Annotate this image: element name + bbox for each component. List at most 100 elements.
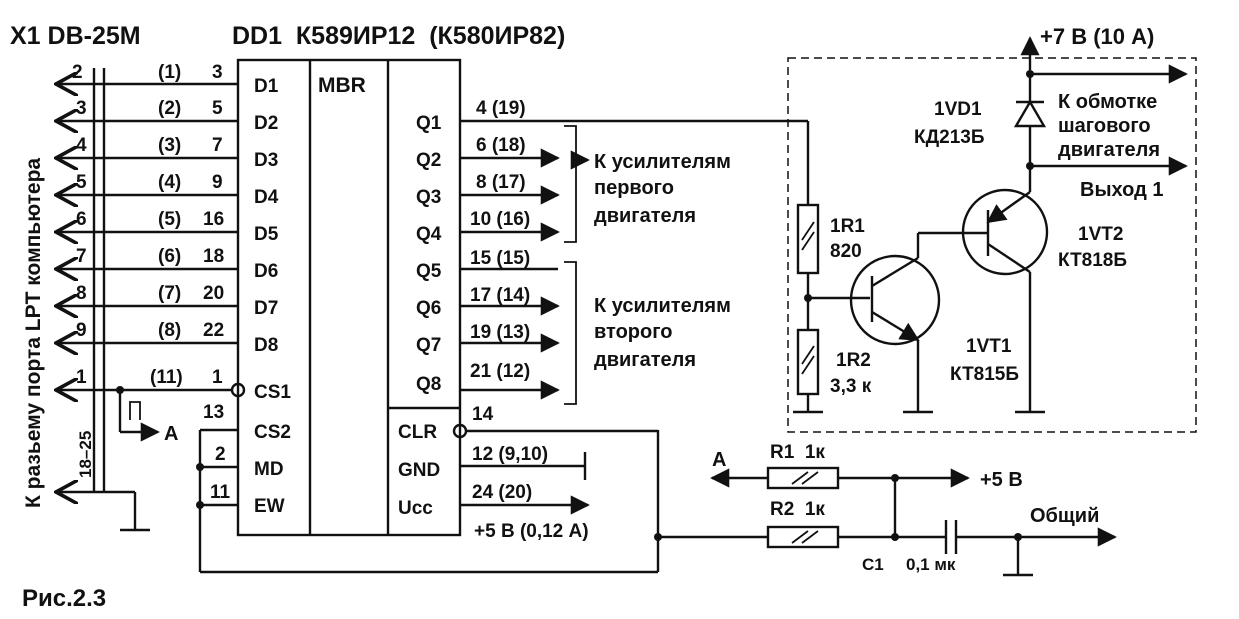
label-gnd: GND bbox=[398, 460, 440, 481]
lpt-pin-d3: 4 bbox=[76, 135, 87, 156]
num-d8: (8) bbox=[158, 320, 181, 341]
num-d1: (1) bbox=[158, 62, 181, 83]
label-d6: D6 bbox=[254, 261, 278, 282]
num-d2: (2) bbox=[158, 98, 181, 119]
pin-q2: 6 (18) bbox=[476, 135, 526, 156]
pin-q7: 19 (13) bbox=[470, 322, 530, 343]
pin-cs1: 1 bbox=[212, 367, 223, 388]
label-d4: D4 bbox=[254, 187, 279, 208]
pin-d6: 18 bbox=[203, 246, 224, 267]
input-d3: 4 (3) 7 D3 bbox=[56, 135, 278, 171]
input-d2: 3 (2) 5 D2 bbox=[56, 98, 278, 134]
group-second-line1: К усилителям bbox=[594, 295, 731, 317]
input-cs1: 1 (11) 1 CS1 bbox=[56, 367, 291, 403]
vd1-triangle bbox=[1013, 99, 1047, 128]
junction-cap bbox=[891, 533, 899, 541]
r1-bottom-hatch bbox=[791, 471, 819, 485]
vd1-name: 1VD1 bbox=[934, 99, 982, 120]
pin-d1: 3 bbox=[212, 62, 223, 83]
lpt-pin-d7: 8 bbox=[76, 283, 87, 304]
plus5-label: +5 В bbox=[980, 469, 1023, 491]
pin-d7: 20 bbox=[203, 283, 224, 304]
pin-d5: 16 bbox=[203, 209, 224, 230]
vt1-collector bbox=[871, 256, 919, 288]
pin-md: 2 bbox=[215, 444, 226, 465]
group-second-line3: двигателя bbox=[594, 349, 696, 371]
vt1-name: 1VT1 bbox=[966, 336, 1012, 357]
r2-hatch bbox=[801, 345, 815, 375]
label-d2: D2 bbox=[254, 113, 278, 134]
pin-q3: 8 (17) bbox=[476, 172, 526, 193]
label-ew: EW bbox=[254, 496, 285, 517]
num-d3: (3) bbox=[158, 135, 181, 156]
num-cs1: (11) bbox=[150, 367, 183, 388]
vt1-emitter bbox=[871, 310, 920, 342]
label-d5: D5 bbox=[254, 224, 279, 245]
bracket-second bbox=[564, 261, 577, 405]
label-d1: D1 bbox=[254, 76, 279, 97]
input-d6: 7 (6) 18 D6 bbox=[56, 246, 278, 282]
winding-line2: шагового bbox=[1058, 115, 1151, 137]
group-first-line1: К усилителям bbox=[594, 151, 731, 173]
num-d4: (4) bbox=[158, 172, 181, 193]
group-first-line3: двигателя bbox=[594, 205, 696, 227]
lpt-pin-d2: 3 bbox=[76, 98, 87, 119]
r2-value: 3,3 к bbox=[830, 376, 872, 397]
label-md: MD bbox=[254, 459, 284, 480]
pin-d2: 5 bbox=[212, 98, 223, 119]
lpt-pin-d4: 5 bbox=[76, 172, 87, 193]
num-d7: (7) bbox=[158, 283, 181, 304]
num-d5: (5) bbox=[158, 209, 181, 230]
lpt-pin-cs1: 1 bbox=[76, 367, 87, 388]
r1-hatch bbox=[801, 221, 815, 251]
pin-ucc: 24 (20) bbox=[472, 482, 532, 503]
label-q5: Q5 bbox=[416, 261, 442, 282]
vt2-name: 1VT2 bbox=[1078, 224, 1123, 245]
pin-q5: 15 (15) bbox=[470, 248, 530, 269]
vt1-body bbox=[849, 254, 941, 346]
input-d4: 5 (4) 9 D4 bbox=[56, 172, 279, 208]
pin-q1: 4 (19) bbox=[476, 98, 526, 119]
pin-q6: 17 (14) bbox=[470, 285, 530, 306]
vt2-collector bbox=[987, 243, 1031, 273]
label-q2: Q2 bbox=[416, 150, 441, 171]
a-label: А bbox=[712, 449, 726, 471]
label-cs2: CS2 bbox=[254, 422, 291, 443]
num-d6: (6) bbox=[158, 246, 181, 267]
pin-q4: 10 (16) bbox=[470, 209, 530, 230]
group-first-line2: первого bbox=[594, 177, 674, 199]
chip-body bbox=[236, 58, 462, 537]
r2-resistor bbox=[796, 328, 820, 396]
r2-name: 1R2 bbox=[836, 350, 871, 371]
junction-ew bbox=[196, 501, 204, 509]
c1-label: C1 bbox=[862, 555, 884, 574]
lpt-pin-d6: 7 bbox=[76, 246, 87, 267]
label-q1: Q1 bbox=[416, 113, 442, 134]
input-d1: 2 (1) 3 D1 bbox=[56, 62, 279, 97]
vt1-type: КТ815Б bbox=[950, 364, 1019, 385]
r1-bottom-label: R1 1к bbox=[770, 442, 825, 463]
vt2-emitter bbox=[986, 191, 1031, 224]
c1-value: 0,1 мк bbox=[906, 555, 956, 574]
amp-box bbox=[787, 57, 1197, 433]
lpt-pin-d5: 6 bbox=[76, 209, 87, 230]
chip-title: DD1 К589ИР12 (К580ИР82) bbox=[232, 22, 565, 50]
r2-bottom-label: R2 1к bbox=[770, 499, 825, 520]
pin-clr: 14 bbox=[472, 404, 494, 425]
pin-ew: 11 bbox=[210, 482, 231, 503]
winding-line3: двигателя bbox=[1058, 139, 1160, 161]
vt2-type: КТ818Б bbox=[1058, 250, 1127, 271]
r1-bottom bbox=[766, 466, 840, 490]
ucc-supply: +5 В (0,12 А) bbox=[474, 521, 589, 542]
r2-bottom-hatch bbox=[791, 530, 819, 544]
junction-md bbox=[196, 463, 204, 471]
label-q8: Q8 bbox=[416, 374, 441, 395]
pulse-icon bbox=[129, 401, 141, 420]
winding-line1: К обмотке bbox=[1058, 91, 1157, 113]
r1-value: 820 bbox=[830, 241, 862, 262]
label-d8: D8 bbox=[254, 335, 278, 356]
input-d5: 6 (5) 16 D5 bbox=[56, 209, 279, 245]
common-label: Общий bbox=[1030, 505, 1099, 527]
vd1-type: КД213Б bbox=[914, 127, 985, 148]
